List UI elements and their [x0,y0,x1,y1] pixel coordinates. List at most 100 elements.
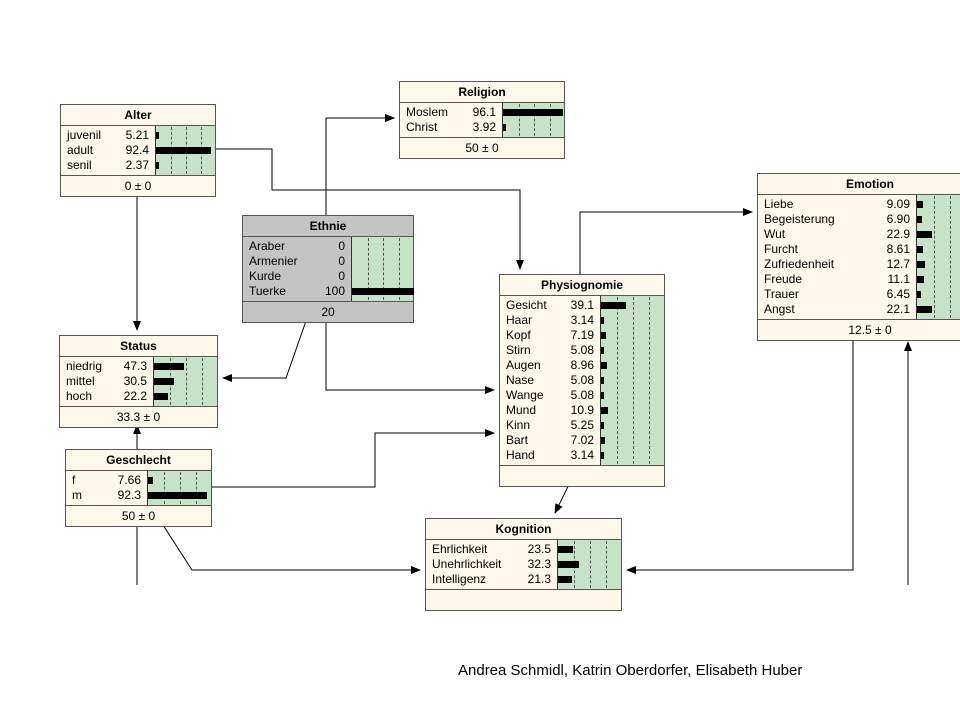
state-probability: 12.7 [886,257,910,271]
bar-gridline [164,472,165,504]
state-probability: 6.90 [886,212,910,226]
state-label: Armenier [249,254,298,268]
state-label: Begeisterung [764,212,835,226]
edge-alter-religion [325,114,395,215]
belief-bar [156,147,211,154]
belief-bar-area [147,471,211,505]
state-label: niedrig [66,359,103,373]
belief-bar [601,317,604,324]
belief-bar [503,124,506,131]
node-title: Geschlecht [66,450,211,471]
state-label: Intelligenz [432,572,487,586]
belief-bar [601,332,606,339]
state-probability: 23.5 [527,542,551,556]
state-label: Zufriedenheit [764,257,835,271]
belief-bar-area [502,103,564,137]
belief-bar [352,288,414,295]
state-row[interactable]: niedrig 47.3 [60,359,217,374]
node-title: Ethnie [243,216,413,237]
state-label: Mund [506,403,537,417]
state-probability: 0 [338,239,345,253]
node-title: Status [60,336,217,357]
bar-gridline [180,472,181,504]
belief-bar [601,347,604,354]
bar-gridline [534,104,535,136]
state-row[interactable]: Zufriedenheit 12.7 [758,257,960,272]
state-probability: 11.1 [887,272,910,286]
state-label: Unehrlichkeit [432,557,502,571]
state-probability: 0 [338,269,345,283]
belief-bar [601,452,604,459]
belief-bar [154,378,174,385]
node-expected-value: 50 ± 0 [465,141,499,155]
state-label: adult [67,143,94,157]
state-row[interactable]: Begeisterung 6.90 [758,212,960,227]
state-probability: 5.08 [570,388,594,402]
belief-bar [601,302,626,309]
state-label: Wange [506,388,544,402]
state-probability: 100 [324,284,345,298]
bar-gridline [617,297,618,464]
state-label: Nase [506,373,535,387]
belief-bar [917,246,923,253]
state-probability: 3.14 [570,313,594,327]
state-label: Kopf [506,328,531,342]
state-row[interactable]: Wange 5.08 [500,388,664,403]
node-expected-value [426,590,621,610]
state-probability: 5.21 [125,128,149,142]
bar-gridline [590,541,591,588]
node-expected-value [500,466,664,486]
state-probability: 47.3 [123,359,147,373]
bar-gridline [950,196,951,318]
state-probability: 9.09 [886,197,910,211]
state-label: Stirn [506,343,531,357]
belief-bar [601,377,604,384]
node-expected-value: 33.3 ± 0 [116,410,161,424]
